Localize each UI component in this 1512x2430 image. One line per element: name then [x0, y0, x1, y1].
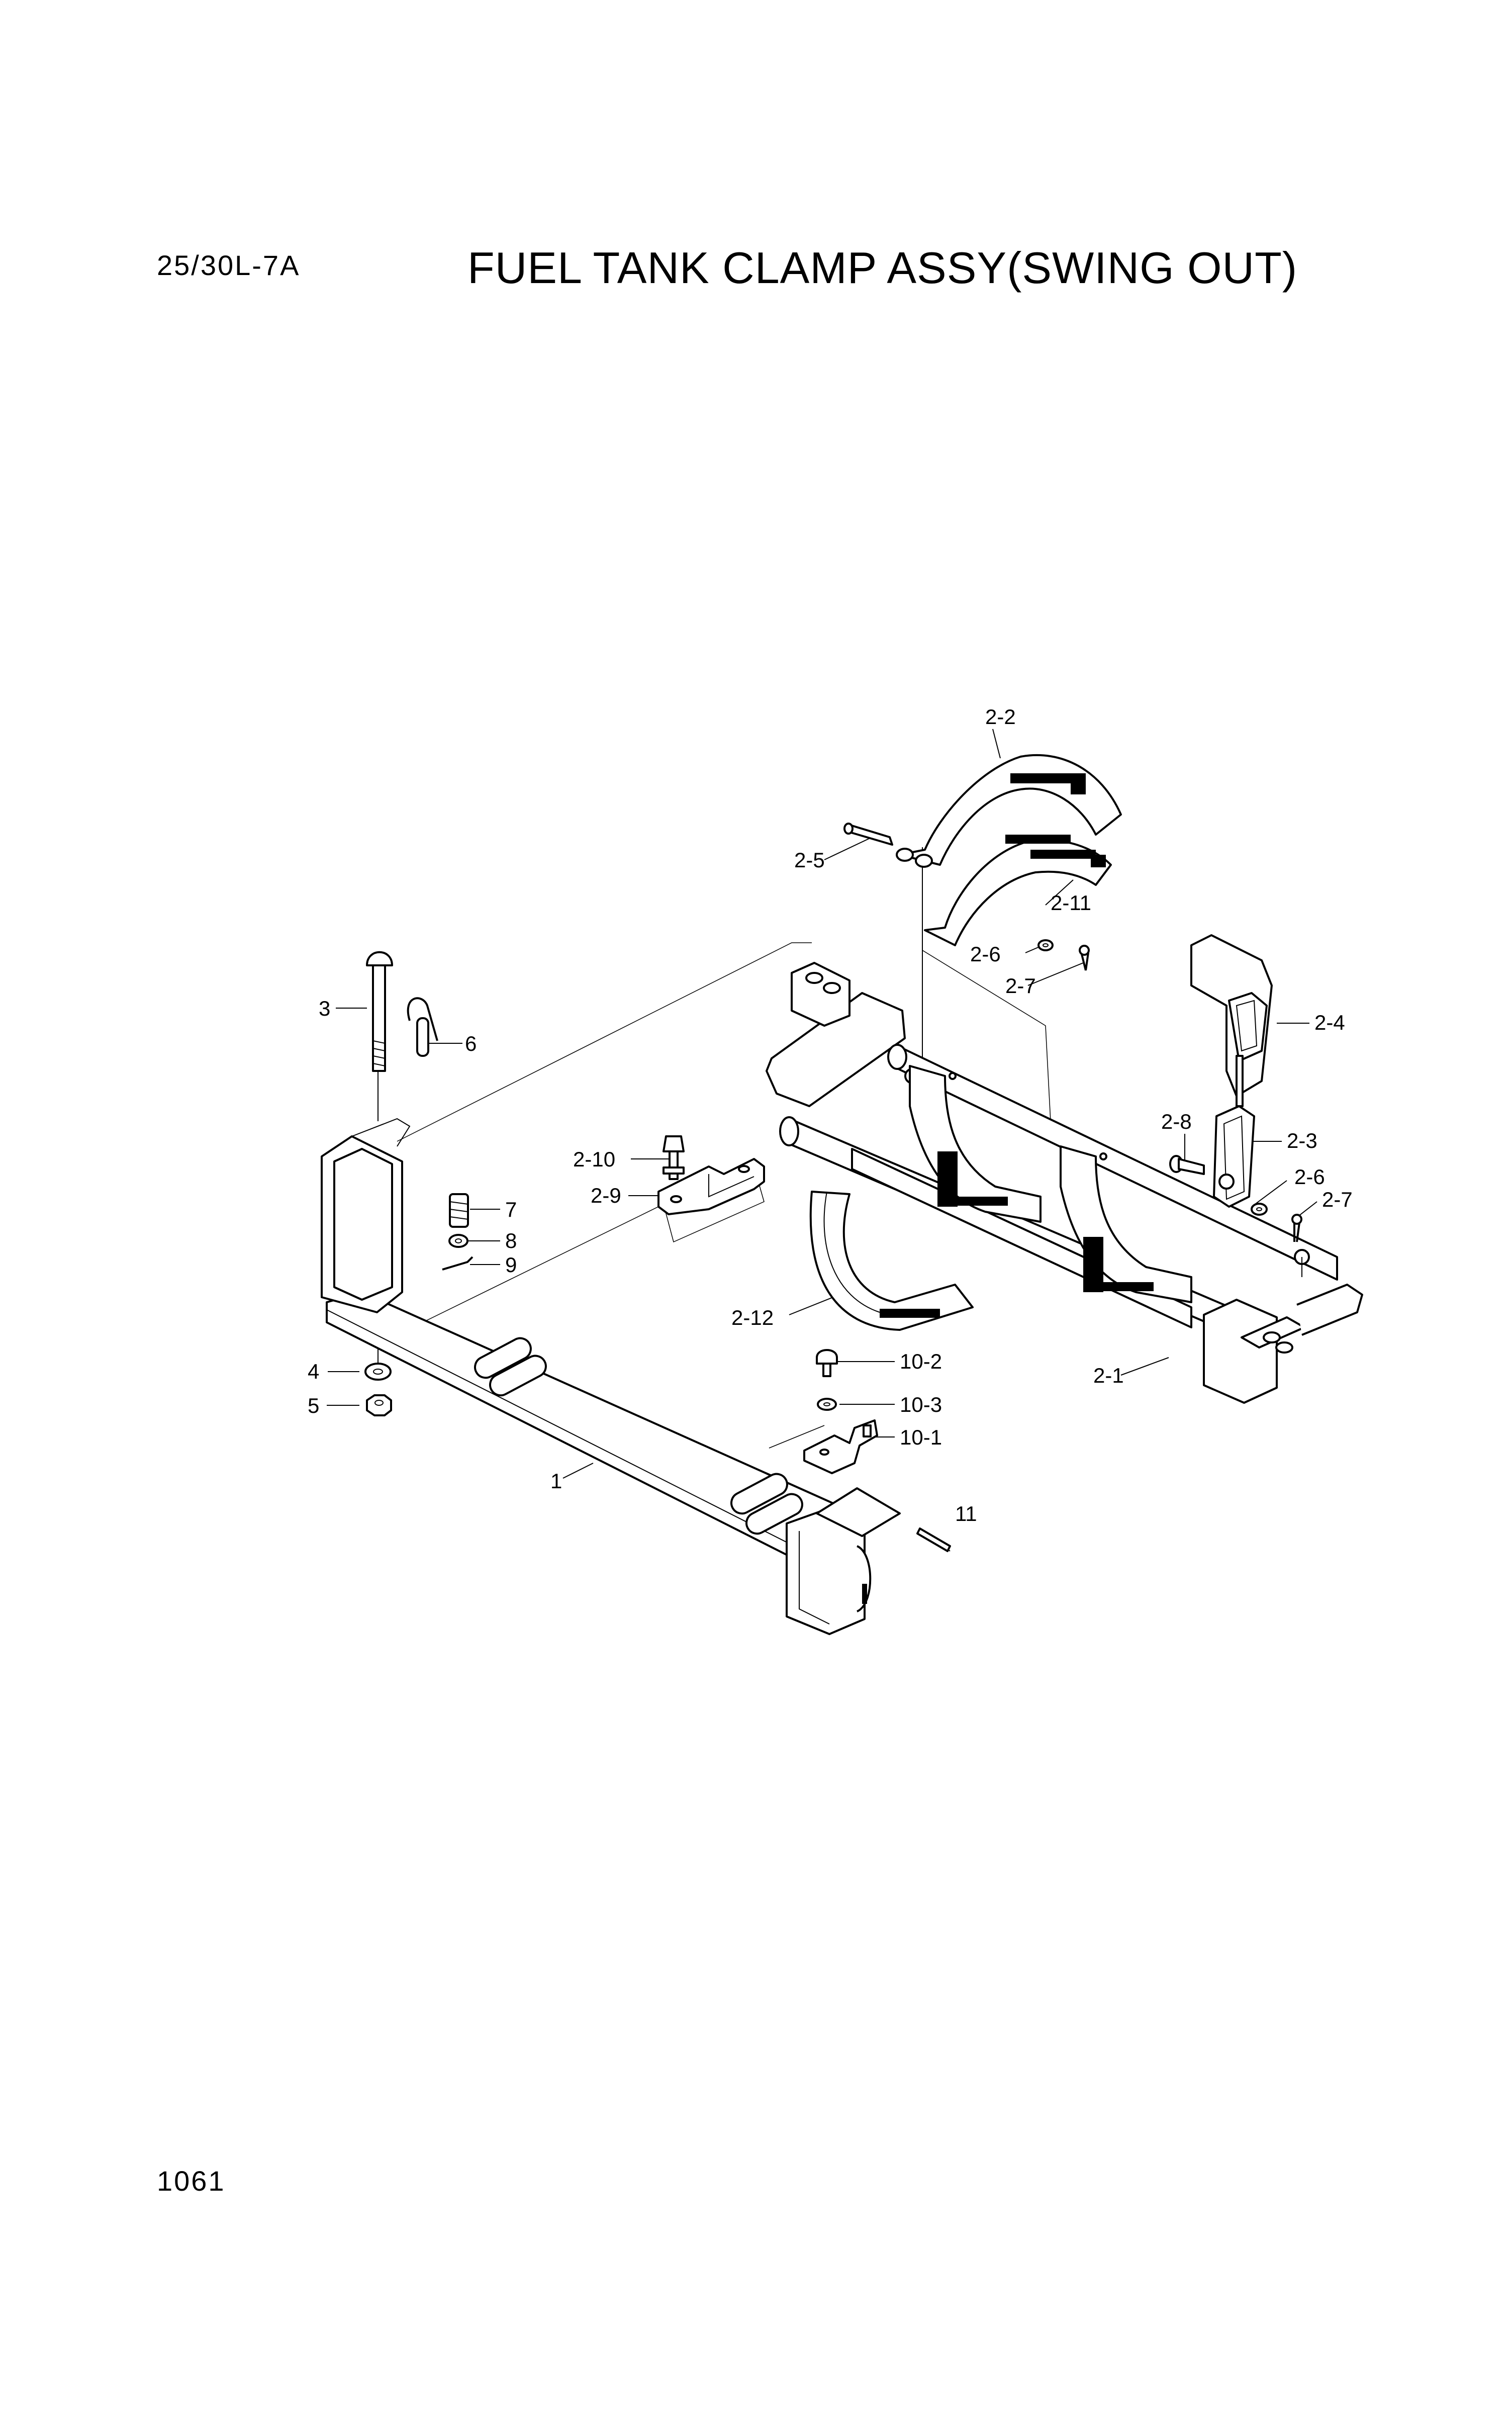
part-1-lower-frame — [321, 1118, 901, 1635]
callout-2-9: 2-9 — [591, 1184, 621, 1207]
callout-2-6: 2-6 — [970, 942, 1001, 966]
page-number: 1061 — [157, 2165, 226, 2197]
leader-lines — [327, 729, 1317, 1552]
part-2-9-bracket — [657, 1158, 765, 1215]
part-7-spring — [449, 1193, 469, 1228]
frame-straps — [909, 1065, 1192, 1303]
callout-9: 9 — [505, 1253, 517, 1277]
page-title: FUEL TANK CLAMP ASSY(SWING OUT) — [467, 243, 1298, 293]
callout-7: 7 — [505, 1198, 517, 1221]
callout-2-3: 2-3 — [1287, 1129, 1317, 1152]
part-2-11-strap-liner — [924, 835, 1112, 946]
callout-2-6: 2-6 — [1294, 1165, 1325, 1189]
callout-11: 11 — [955, 1502, 977, 1525]
part-9-pin — [442, 1256, 474, 1271]
callout-2-4: 2-4 — [1314, 1011, 1345, 1034]
callout-8: 8 — [505, 1229, 517, 1252]
part-2-6-washer-top — [1037, 939, 1054, 951]
callout-6: 6 — [465, 1032, 477, 1055]
part-3-bolt — [366, 951, 393, 1072]
part-2-8-pin — [1169, 1155, 1205, 1175]
part-10-3-washer — [817, 1398, 837, 1411]
callout-2-10: 2-10 — [573, 1147, 615, 1171]
part-10-1-bracket — [803, 1419, 878, 1474]
callout-3: 3 — [319, 997, 330, 1020]
part-2-10-bolt — [663, 1135, 685, 1180]
part-2-4-latch — [1190, 934, 1273, 1107]
callout-5: 5 — [308, 1394, 319, 1417]
part-10-2-bolt — [816, 1349, 838, 1377]
callout-1: 1 — [550, 1469, 562, 1493]
callout-2-12: 2-12 — [731, 1306, 774, 1329]
callout-2-7: 2-7 — [1322, 1188, 1353, 1211]
callout-4: 4 — [308, 1360, 319, 1383]
part-8-washer — [448, 1234, 468, 1248]
part-4-washer — [364, 1363, 392, 1381]
callout-2-11: 2-11 — [1051, 891, 1091, 915]
callout-labels: 2-2 2-5 2-11 2-6 2-7 2-4 3 6 2-8 2-3 2-1… — [308, 705, 1353, 1525]
part-2-12-strap — [809, 1191, 974, 1331]
part-2-2-upper-strap — [899, 754, 1122, 866]
model-code: 25/30L-7A — [157, 249, 301, 281]
callout-10-2: 10-2 — [900, 1349, 942, 1373]
part-5-nut — [366, 1394, 392, 1416]
part-2-7-cotter-top — [1079, 945, 1090, 971]
callout-2-5: 2-5 — [794, 848, 825, 872]
part-2-7-cotter-right — [1291, 1214, 1302, 1242]
callout-2-8: 2-8 — [1161, 1110, 1192, 1133]
callout-2-2: 2-2 — [985, 705, 1016, 729]
callout-2-7: 2-7 — [1005, 974, 1036, 998]
callout-10-3: 10-3 — [900, 1393, 942, 1416]
part-6-pin-clip — [407, 997, 438, 1057]
part-2-3-link — [1213, 1105, 1255, 1208]
part-11-pin — [916, 1527, 951, 1552]
callout-2-1: 2-1 — [1093, 1364, 1124, 1387]
callout-10-1: 10-1 — [900, 1425, 942, 1449]
part-2-6-washer-right — [1251, 1203, 1268, 1216]
projection-outlines — [397, 942, 1051, 1449]
part-2-5-pin — [843, 823, 933, 868]
